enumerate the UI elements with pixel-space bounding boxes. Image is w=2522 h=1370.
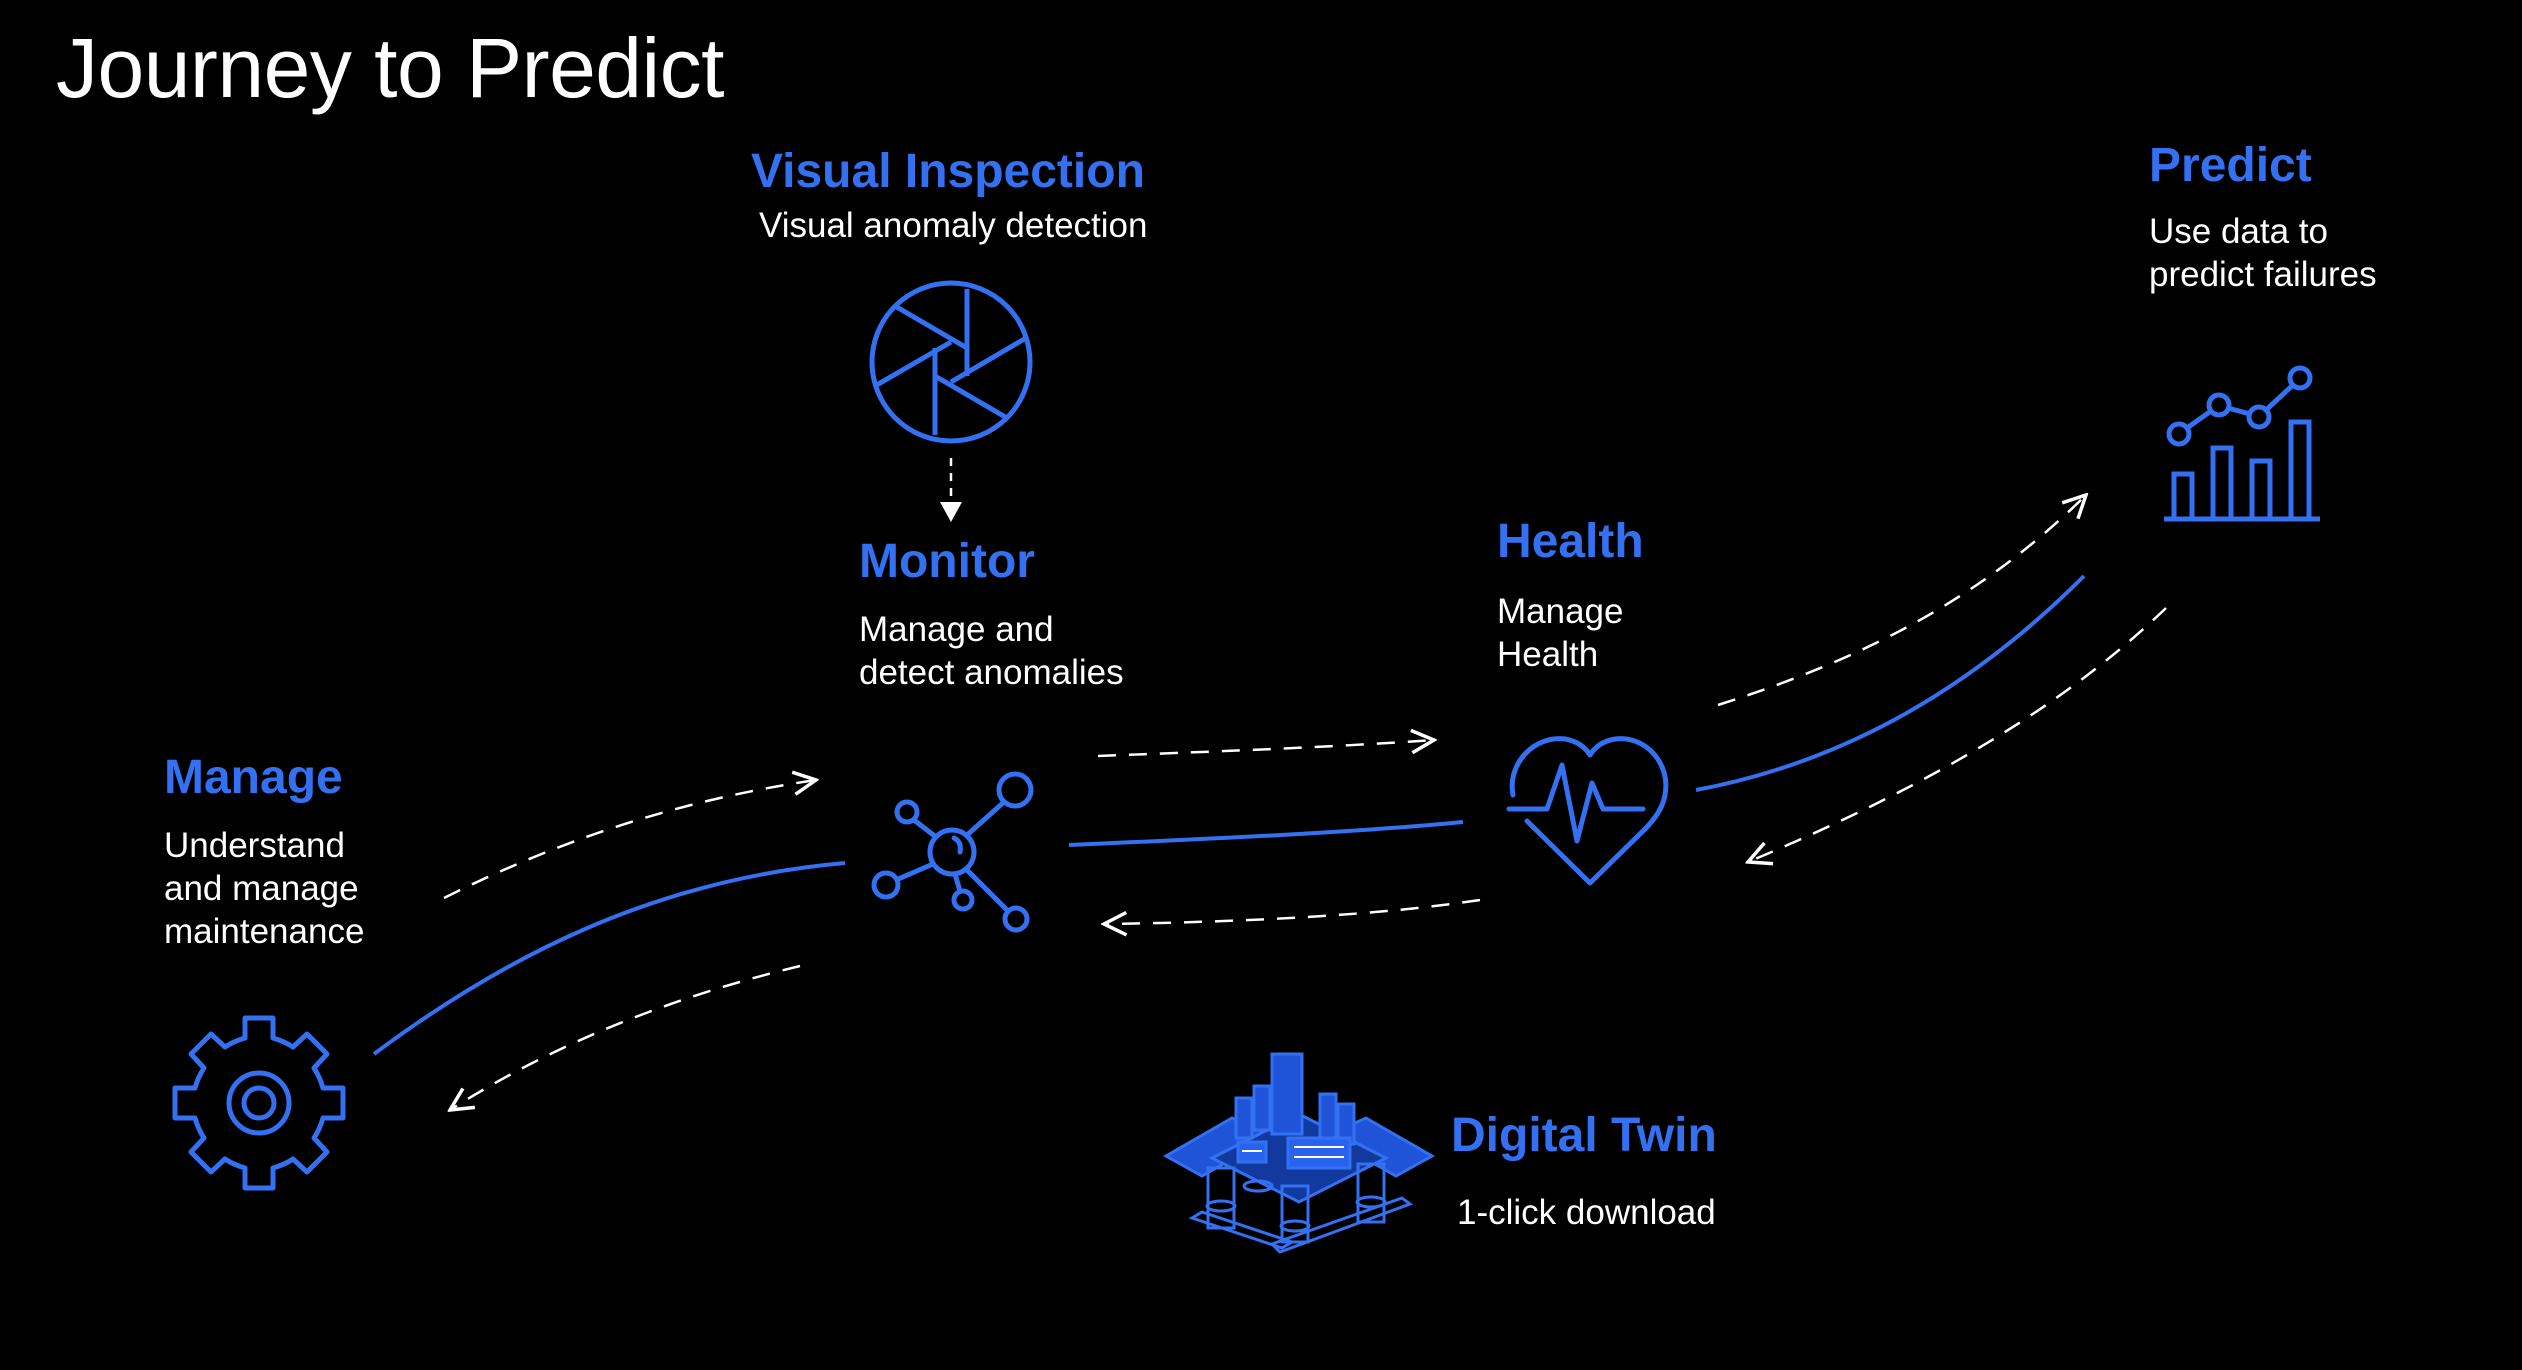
arrow-health-to-predict — [1717, 495, 2086, 707]
line-monitor-to-health — [1068, 820, 1464, 847]
arrow-manage-to-monitor — [443, 780, 816, 900]
bar-line-chart-icon — [2164, 365, 2320, 522]
node-description: Visual anomaly detection — [759, 206, 1148, 245]
description-line: and manage — [164, 869, 359, 908]
gear-icon — [172, 1015, 346, 1191]
platform-highlights — [1242, 1146, 1344, 1158]
node-monitor: Monitor Manage and detect anomalies — [859, 538, 1124, 694]
node-title: Health — [1497, 515, 1644, 568]
description-line: Manage and — [859, 610, 1054, 649]
description-line: Health — [1497, 635, 1599, 674]
node-health: Health Manage Health — [1497, 518, 1644, 676]
description-line: Manage — [1497, 592, 1624, 631]
node-description: Understand and manage maintenance — [164, 824, 364, 953]
node-description: Manage and detect anomalies — [859, 608, 1124, 694]
description-line: Understand — [164, 826, 345, 865]
node-description: Manage Health — [1497, 590, 1644, 676]
arrow-visual-inspection-to-monitor — [940, 458, 962, 522]
description-line: detect anomalies — [859, 653, 1124, 692]
arrow-predict-to-health — [1748, 607, 2167, 862]
arrow-monitor-to-manage — [450, 964, 801, 1110]
node-description: 1-click download — [1457, 1193, 1716, 1232]
node-visual-inspection: Visual Inspection Visual anomaly detecti… — [751, 148, 1148, 247]
node-manage: Manage Understand and manage maintenance — [164, 754, 364, 953]
description-line: Use data to — [2149, 212, 2328, 251]
node-title: Digital Twin — [1451, 1109, 1717, 1162]
node-title: Manage — [164, 751, 343, 804]
arrow-health-to-monitor — [1104, 898, 1481, 924]
camera-aperture-icon — [869, 280, 1033, 444]
description-line: predict failures — [2149, 255, 2377, 294]
page-title: Journey to Predict — [56, 21, 725, 115]
heart-pulse-icon — [1506, 736, 1669, 886]
node-title: Monitor — [859, 535, 1035, 588]
description-line: maintenance — [164, 912, 365, 951]
offshore-platform-wireframe-icon — [1162, 1052, 1436, 1254]
network-nodes-icon — [871, 771, 1034, 933]
arrow-monitor-to-health — [1097, 740, 1434, 758]
node-digital-twin: Digital Twin 1-click download — [1451, 1112, 1717, 1234]
node-title: Predict — [2149, 139, 2312, 192]
node-title: Visual Inspection — [751, 145, 1145, 198]
line-health-to-predict — [1695, 574, 2086, 792]
node-predict: Predict Use data to predict failures — [2149, 142, 2377, 296]
node-description: Use data to predict failures — [2149, 210, 2377, 296]
line-manage-to-monitor — [372, 861, 846, 1056]
